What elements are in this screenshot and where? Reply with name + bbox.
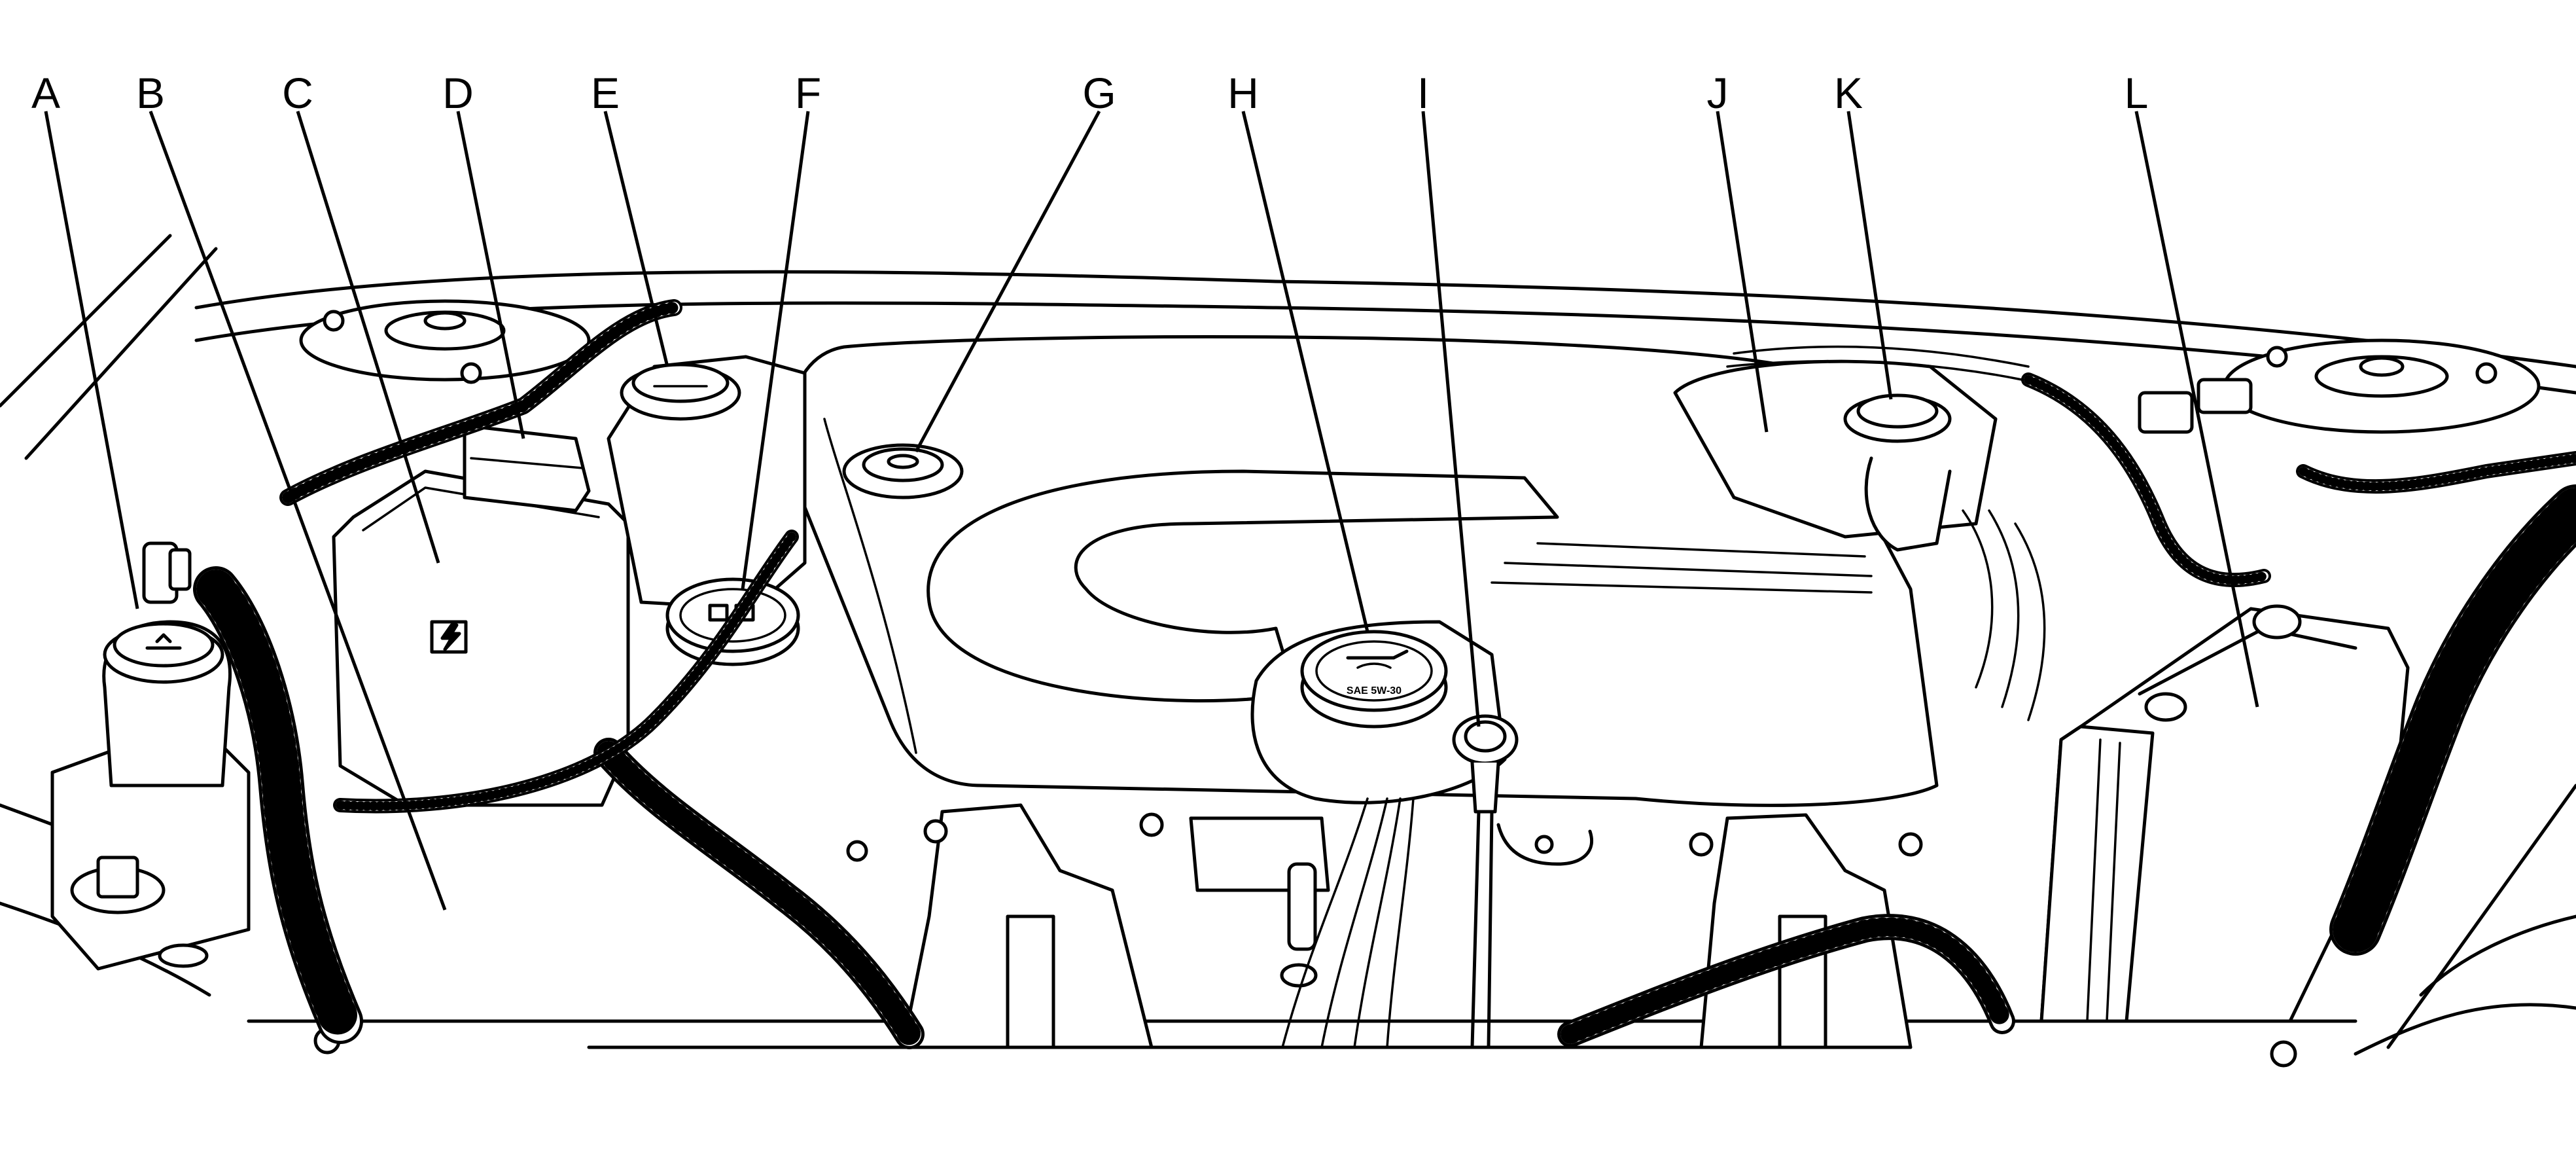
- callout-label-g: G: [1082, 69, 1116, 117]
- callout-label-a: A: [31, 69, 60, 117]
- callout-label-d: D: [442, 69, 474, 117]
- callout-label-f: F: [795, 69, 821, 117]
- callout-label-j: J: [1707, 69, 1729, 117]
- leader-g: [914, 110, 1101, 453]
- engine-oil-fill-cap: SAE 5W-30: [1300, 630, 1448, 729]
- leader-h: [1241, 111, 1369, 632]
- leader-f: [741, 111, 810, 590]
- leader-a: [44, 111, 139, 609]
- leader-k: [1846, 111, 1893, 400]
- callout-label-k: K: [1834, 69, 1863, 117]
- underhood-fuse-block: [332, 424, 630, 807]
- callout-label-i: I: [1417, 69, 1429, 117]
- cover-cap: [842, 443, 964, 499]
- coolant-reservoir: [607, 355, 807, 611]
- right-engine-components: [1673, 345, 2030, 552]
- strut-tower-left: [299, 299, 591, 384]
- callout-label-b: B: [136, 69, 165, 117]
- leader-c: [296, 111, 440, 564]
- leader-j: [1716, 111, 1769, 433]
- leader-d: [456, 111, 525, 439]
- brake-fluid-reservoir: [102, 541, 232, 787]
- strut-tower-right: [2223, 338, 2541, 434]
- callout-leaders: [44, 110, 2259, 911]
- callout-label-l: L: [2125, 69, 2149, 117]
- leader-e: [603, 111, 669, 367]
- engine-cover: [783, 335, 1939, 807]
- leader-b: [149, 111, 447, 911]
- callout-label-e: E: [591, 69, 620, 117]
- oil-cap-text: SAE 5W-30: [1347, 685, 1402, 696]
- callout-labels: A B C D E F G H I J K L: [31, 69, 2148, 117]
- battery: [2039, 604, 2410, 1023]
- engine-oil-dipstick: [1452, 714, 1519, 1049]
- leader-l: [2134, 111, 2259, 708]
- callout-label-h: H: [1227, 69, 1259, 117]
- engine-lower: [313, 803, 2297, 1068]
- callout-label-c: C: [282, 69, 313, 117]
- wiring-harness: [193, 299, 2576, 1049]
- leader-i: [1421, 111, 1481, 727]
